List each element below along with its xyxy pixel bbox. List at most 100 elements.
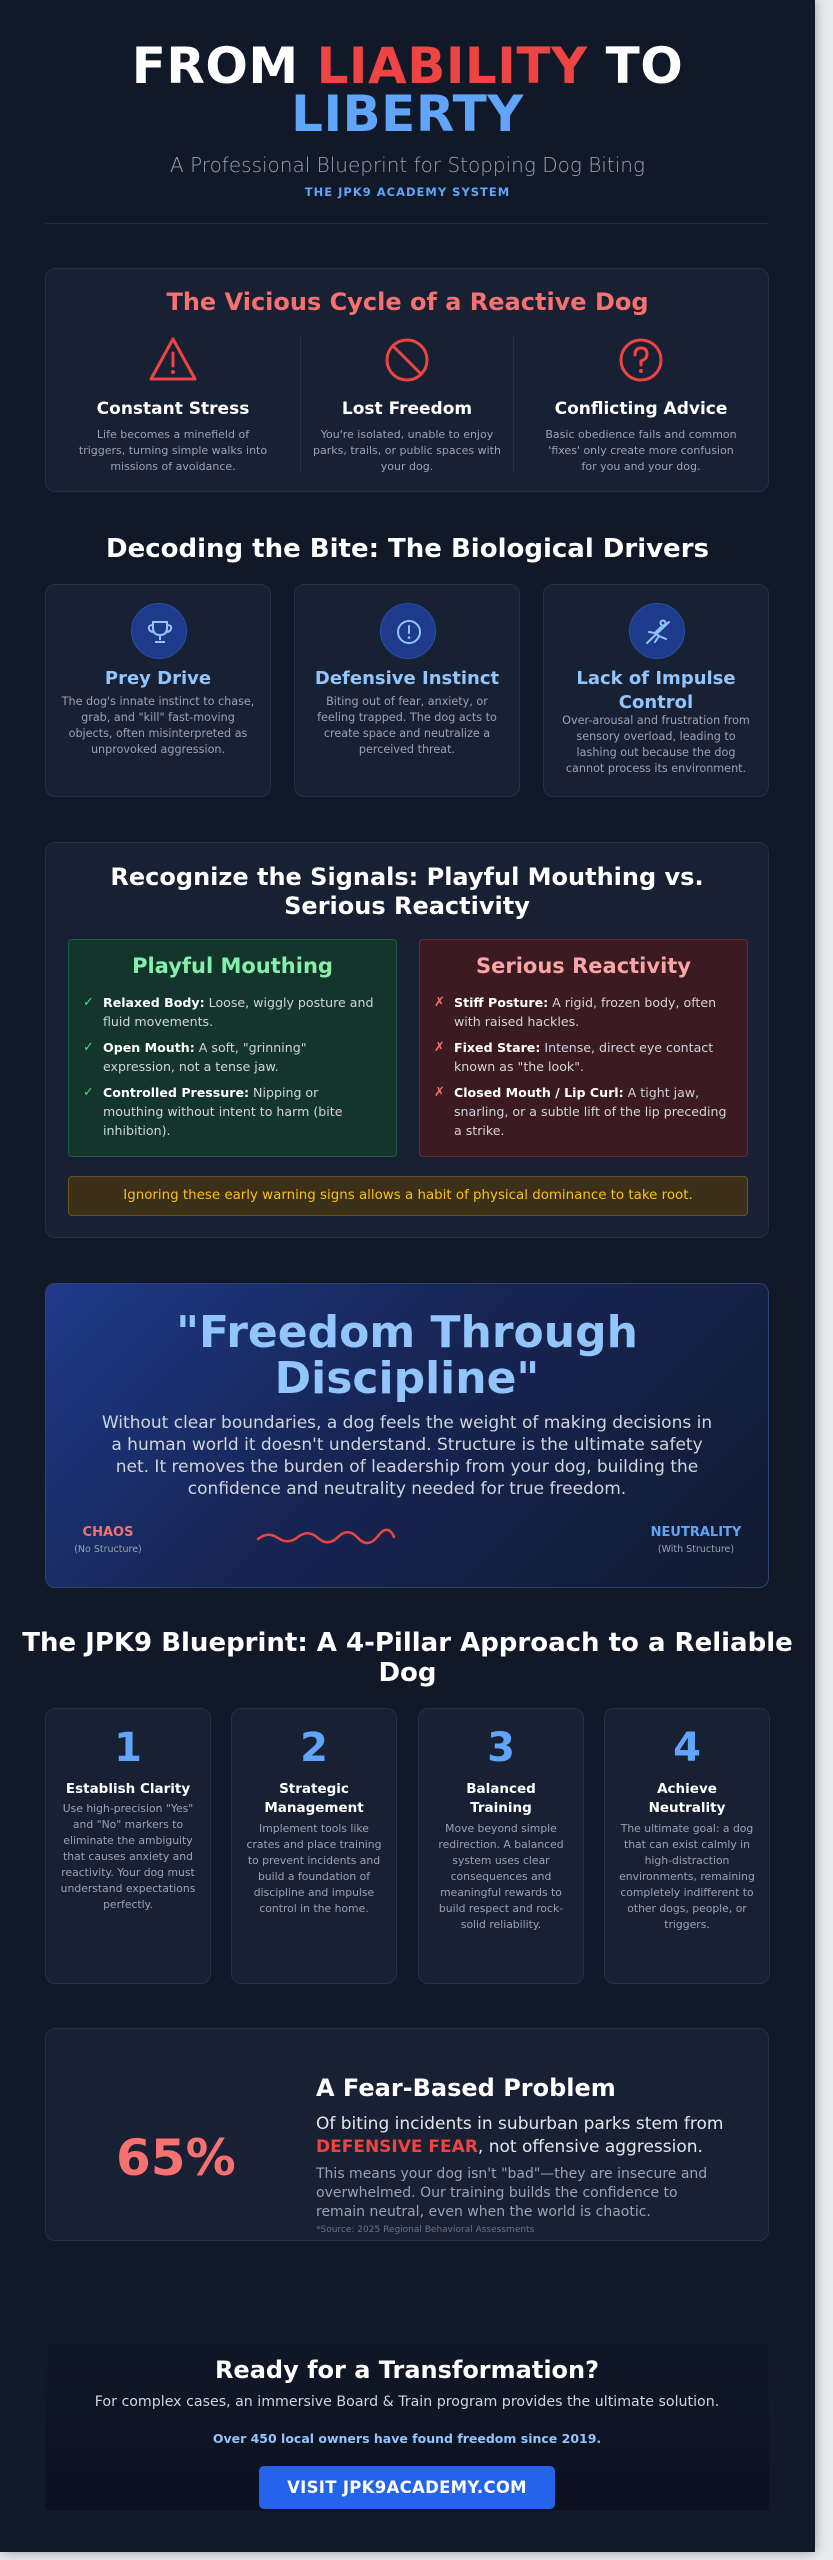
- pillar-card-4: 4 Achieve Neutrality The ultimate goal: …: [604, 1708, 770, 1984]
- cycle-item-text: Basic obedience fails and common 'fixes'…: [545, 428, 737, 473]
- cycle-item-freedom: Lost Freedom You're isolated, unable to …: [301, 335, 513, 475]
- driver-text: Over-arousal and frustration from sensor…: [562, 714, 750, 775]
- pillar-number: 2: [300, 1725, 328, 1771]
- pillar-title-line: Neutrality: [648, 1800, 726, 1816]
- blueprint-title-line: The JPK9 Blueprint: A 4-Pillar Approach …: [22, 1628, 793, 1658]
- signals-title-line: Recognize the Signals: Playful Mouthing …: [110, 863, 704, 891]
- infographic-page: FROM LIABILITY TO LIBERTY A Professional…: [0, 0, 815, 2552]
- signal-text: A soft, "grinning" expression, not a ten…: [103, 1040, 307, 1074]
- signal-label: Relaxed Body:: [103, 995, 205, 1010]
- hero-tag: THE JPK9 ACADEMY SYSTEM: [304, 185, 511, 199]
- signal-text: A rigid, frozen body, often with raised …: [454, 995, 717, 1029]
- driver-card-impulse: Lack of Impulse Control Over-arousal and…: [543, 584, 769, 797]
- hero-title: FROM LIABILITY TO LIBERTY: [0, 41, 815, 139]
- cycle-divider: [513, 336, 514, 472]
- drivers-title: Decoding the Bite: The Biological Driver…: [106, 534, 709, 564]
- stat-card: 65% A Fear-Based Problem Of biting incid…: [45, 2028, 769, 2241]
- running-dog-icon: [629, 603, 685, 659]
- signal-label: Open Mouth:: [103, 1040, 195, 1055]
- cycle-title: The Vicious Cycle of a Reactive Dog: [166, 288, 649, 316]
- warning-banner: Ignoring these early warning signs allow…: [68, 1176, 748, 1216]
- signal-label: Controlled Pressure:: [103, 1085, 250, 1100]
- driver-title-line: Lack of Impulse: [576, 668, 736, 689]
- pillar-text: The ultimate goal: a dog that can exist …: [619, 1822, 755, 1931]
- pillar-title: Establish Clarity: [65, 1781, 191, 1797]
- chaos-label: CHAOS (No Structure): [68, 1525, 148, 1555]
- pillar-title: Achieve Neutrality: [613, 1780, 761, 1818]
- signal-text: Intense, direct eye contact known as "th…: [454, 1040, 714, 1074]
- signal-text: Nipping or mouthing without intent to ha…: [103, 1085, 343, 1138]
- driver-text: Biting out of fear, anxiety, or feeling …: [317, 695, 497, 756]
- signals-card: Recognize the Signals: Playful Mouthing …: [45, 842, 769, 1238]
- stat-headline-a: Of biting incidents in suburban parks st…: [316, 2114, 724, 2134]
- pillar-number: 3: [487, 1725, 515, 1771]
- signal-text: A tight jaw, snarling, or a subtle lift …: [454, 1085, 727, 1138]
- playful-mouthing-title: Playful Mouthing: [132, 954, 333, 978]
- cycle-item-text: You're isolated, unable to enjoy parks, …: [313, 428, 501, 473]
- cross-icon: ✗: [434, 1040, 445, 1055]
- chaos-wave-icon: [256, 1528, 396, 1545]
- cycle-item-stress: Constant Stress Life becomes a minefield…: [67, 335, 279, 475]
- signals-title-line: Serious Reactivity: [284, 892, 530, 920]
- pillar-number: 1: [114, 1725, 142, 1771]
- check-icon: ✓: [83, 1085, 94, 1100]
- cta-section: Ready for a Transformation? For complex …: [45, 2330, 769, 2510]
- pillar-card-3: 3 Balanced Training Move beyond simple r…: [418, 1708, 584, 1984]
- stat-title: A Fear-Based Problem: [316, 2074, 616, 2102]
- list-item: ✓ Open Mouth: A soft, "grinning" express…: [83, 1038, 382, 1076]
- signal-label: Stiff Posture:: [454, 995, 549, 1010]
- signal-label: Closed Mouth / Lip Curl:: [454, 1085, 624, 1100]
- cross-icon: ✗: [434, 1085, 445, 1100]
- chaos-sub: (No Structure): [74, 1544, 142, 1555]
- freedom-title-line: "Freedom Through: [176, 1307, 638, 1358]
- freedom-text: Without clear boundaries, a dog feels th…: [101, 1413, 713, 1499]
- pillar-title: Balanced Training: [427, 1780, 575, 1818]
- pillar-text: Move beyond simple redirection. A balanc…: [438, 1822, 564, 1931]
- pillar-title-line: Strategic: [279, 1781, 349, 1797]
- pillar-title-line: Management: [264, 1800, 364, 1816]
- warning-triangle-icon: [149, 337, 197, 381]
- stat-explanation: This means your dog isn't "bad"—they are…: [316, 2166, 708, 2220]
- list-item: ✗ Closed Mouth / Lip Curl: A tight jaw, …: [434, 1083, 733, 1140]
- pillar-title: Strategic Management: [240, 1780, 388, 1818]
- freedom-quote-card: "Freedom Through Discipline" Without cle…: [45, 1283, 769, 1588]
- cycle-item-text: Life becomes a minefield of triggers, tu…: [78, 428, 268, 473]
- blueprint-title-line: Dog: [378, 1658, 437, 1688]
- pillar-card-1: 1 Establish Clarity Use high-precision "…: [45, 1708, 211, 1984]
- neutrality-label: NEUTRALITY (With Structure): [646, 1525, 746, 1555]
- hero-subtitle: A Professional Blueprint for Stopping Do…: [170, 153, 645, 177]
- pillar-number: 4: [673, 1725, 701, 1771]
- pillar-title-line: Balanced: [466, 1781, 536, 1797]
- pillar-title-line: Achieve: [657, 1781, 717, 1797]
- driver-title: Prey Drive: [104, 668, 212, 689]
- chaos-title: CHAOS: [82, 1525, 134, 1540]
- list-item: ✓ Controlled Pressure: Nipping or mouthi…: [83, 1083, 382, 1140]
- visit-website-button[interactable]: VISIT JPK9ACADEMY.COM: [259, 2466, 555, 2509]
- neutrality-sub: (With Structure): [657, 1544, 735, 1555]
- driver-card-defensive: Defensive Instinct Biting out of fear, a…: [294, 584, 520, 797]
- pillar-text: Use high-precision "Yes" and "No" marker…: [60, 1802, 196, 1911]
- pillar-card-2: 2 Strategic Management Implement tools l…: [231, 1708, 397, 1984]
- cross-icon: ✗: [434, 995, 445, 1010]
- list-item: ✓ Relaxed Body: Loose, wiggly posture an…: [83, 993, 382, 1031]
- trophy-icon: [131, 603, 187, 659]
- cycle-item-title: Conflicting Advice: [554, 399, 728, 419]
- hero-title-from: FROM: [131, 37, 317, 95]
- stat-headline: Of biting incidents in suburban parks st…: [316, 2113, 738, 2159]
- cycle-item-title: Lost Freedom: [341, 399, 473, 419]
- cta-title: Ready for a Transformation?: [214, 2356, 600, 2384]
- stat-source: *Source: 2025 Regional Behavioral Assess…: [316, 2225, 535, 2235]
- serious-reactivity-title: Serious Reactivity: [476, 954, 691, 978]
- playful-mouthing-box: Playful Mouthing ✓ Relaxed Body: Loose, …: [68, 939, 397, 1157]
- cycle-divider: [300, 336, 301, 472]
- question-circle-icon: [619, 338, 663, 382]
- header-divider: [45, 223, 769, 224]
- pillar-text: Implement tools like crates and place tr…: [246, 1822, 382, 1915]
- serious-reactivity-box: Serious Reactivity ✗ Stiff Posture: A ri…: [419, 939, 748, 1157]
- hero-title-to: TO: [587, 37, 684, 95]
- signal-label: Fixed Stare:: [454, 1040, 541, 1055]
- hero-title-liability: LIABILITY: [316, 37, 588, 95]
- blueprint-title: The JPK9 Blueprint: A 4-Pillar Approach …: [0, 1628, 815, 1688]
- check-icon: ✓: [83, 1040, 94, 1055]
- driver-title-line: Control: [618, 692, 694, 713]
